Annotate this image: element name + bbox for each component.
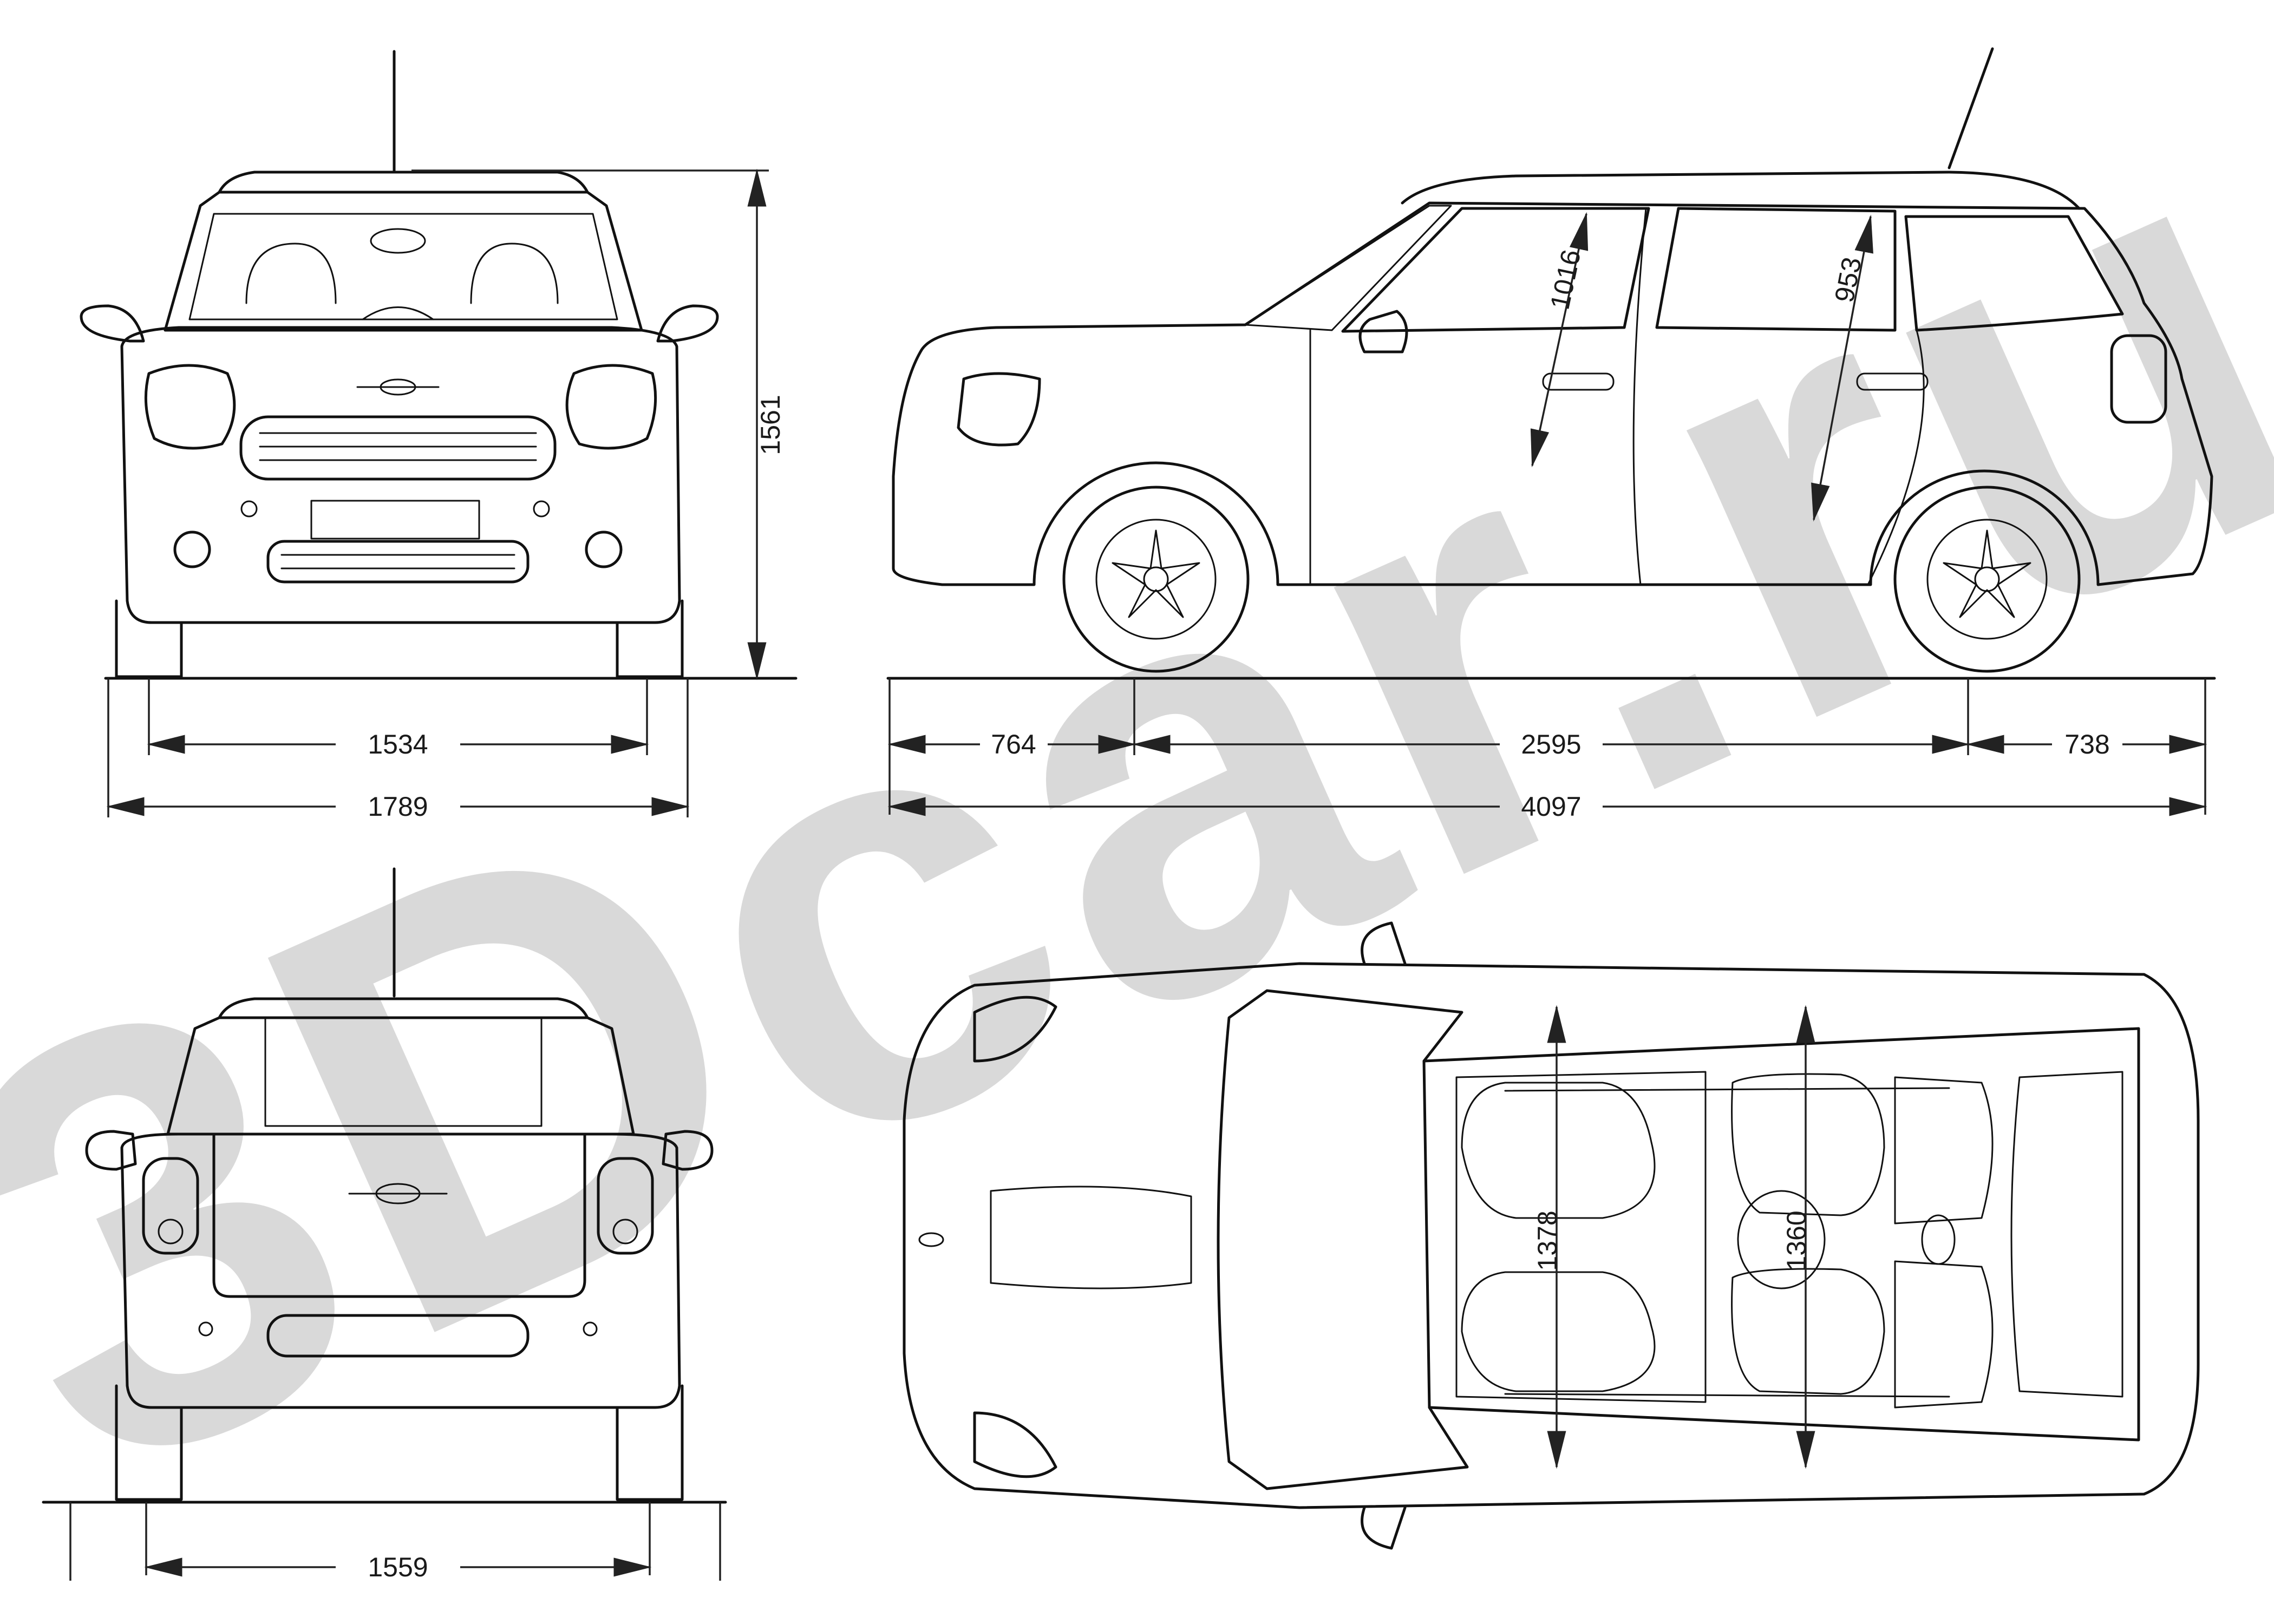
overall-width-label: 1789 — [368, 791, 428, 822]
front-interior-width-label: 1378 — [1532, 1210, 1563, 1271]
overall-height-label: 1561 — [755, 395, 786, 455]
rear-view: 1559 — [42, 867, 727, 1582]
overall-length-label: 4097 — [1521, 791, 1581, 822]
top-view: 1378 1360 — [903, 921, 2200, 1550]
front-track-label: 1534 — [368, 729, 428, 759]
front-view: 1561 1534 1789 — [80, 50, 798, 822]
rear-interior-width-label: 1360 — [1781, 1210, 1812, 1271]
rear-overhang-label: 738 — [2064, 729, 2109, 759]
rear-track-label: 1559 — [368, 1552, 428, 1582]
wheelbase-label: 2595 — [1521, 729, 1581, 759]
front-overhang-label: 764 — [991, 729, 1036, 759]
